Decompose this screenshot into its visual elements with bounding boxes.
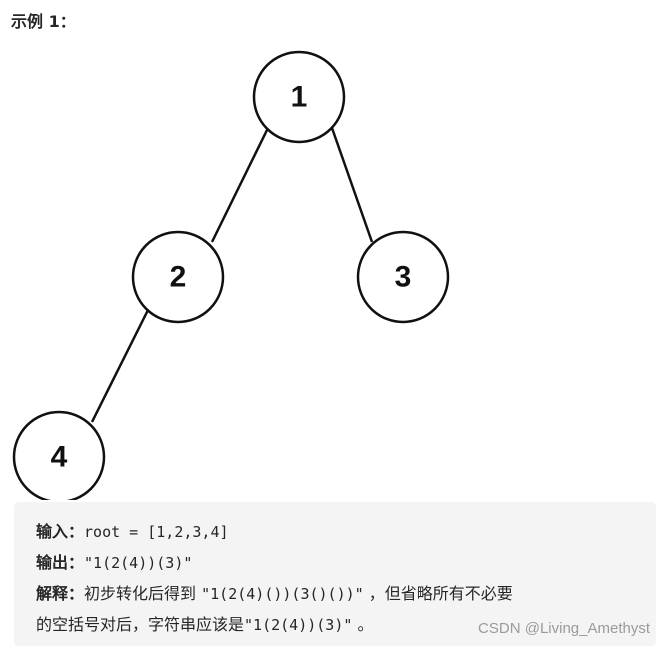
example-box: 输入：root = [1,2,3,4] 输出："1(2(4))(3)" 解释：初… xyxy=(14,502,656,646)
explain-text-3: 的空括号对后，字符串应该是 xyxy=(36,615,245,634)
explain-code-2: "1(2(4))(3)" xyxy=(244,616,353,634)
tree-node-4-label: 4 xyxy=(51,441,68,474)
input-value: root = [1,2,3,4] xyxy=(84,523,229,541)
output-label: 输出： xyxy=(36,553,85,572)
tree-node-2: 2 xyxy=(131,230,225,324)
tree-node-1: 1 xyxy=(252,50,346,144)
tree-node-3: 3 xyxy=(356,230,450,324)
edge-2-4 xyxy=(90,309,150,423)
explain-text-4: 。 xyxy=(357,615,374,634)
tree-node-3-label: 3 xyxy=(395,261,412,294)
tree-node-1-label: 1 xyxy=(291,81,308,114)
edge-1-2 xyxy=(210,127,270,243)
output-line: 输出："1(2(4))(3)" xyxy=(36,552,192,574)
output-value: "1(2(4))(3)" xyxy=(84,554,193,572)
explanation-line-1: 解释：初步转化后得到 "1(2(4)())(3()())" ，但省略所有不必要 xyxy=(36,583,513,605)
explain-code-1: "1(2(4)())(3()())" xyxy=(201,585,364,603)
edge-1-3 xyxy=(330,127,374,243)
input-line: 输入：root = [1,2,3,4] xyxy=(36,521,229,543)
input-label: 输入： xyxy=(36,522,85,541)
binary-tree-diagram: 1 2 3 4 xyxy=(12,50,450,500)
tree-node-2-label: 2 xyxy=(170,261,187,294)
explanation-line-2: 的空括号对后，字符串应该是"1(2(4))(3)" 。 xyxy=(36,614,374,636)
explain-text-2: ，但省略所有不必要 xyxy=(368,584,513,603)
csdn-watermark: CSDN @Living_Amethyst xyxy=(478,620,650,637)
example-heading: 示例 1： xyxy=(11,12,76,31)
tree-node-4: 4 xyxy=(12,410,106,500)
explain-label: 解释： xyxy=(36,584,85,603)
explain-text-1: 初步转化后得到 xyxy=(84,584,197,603)
